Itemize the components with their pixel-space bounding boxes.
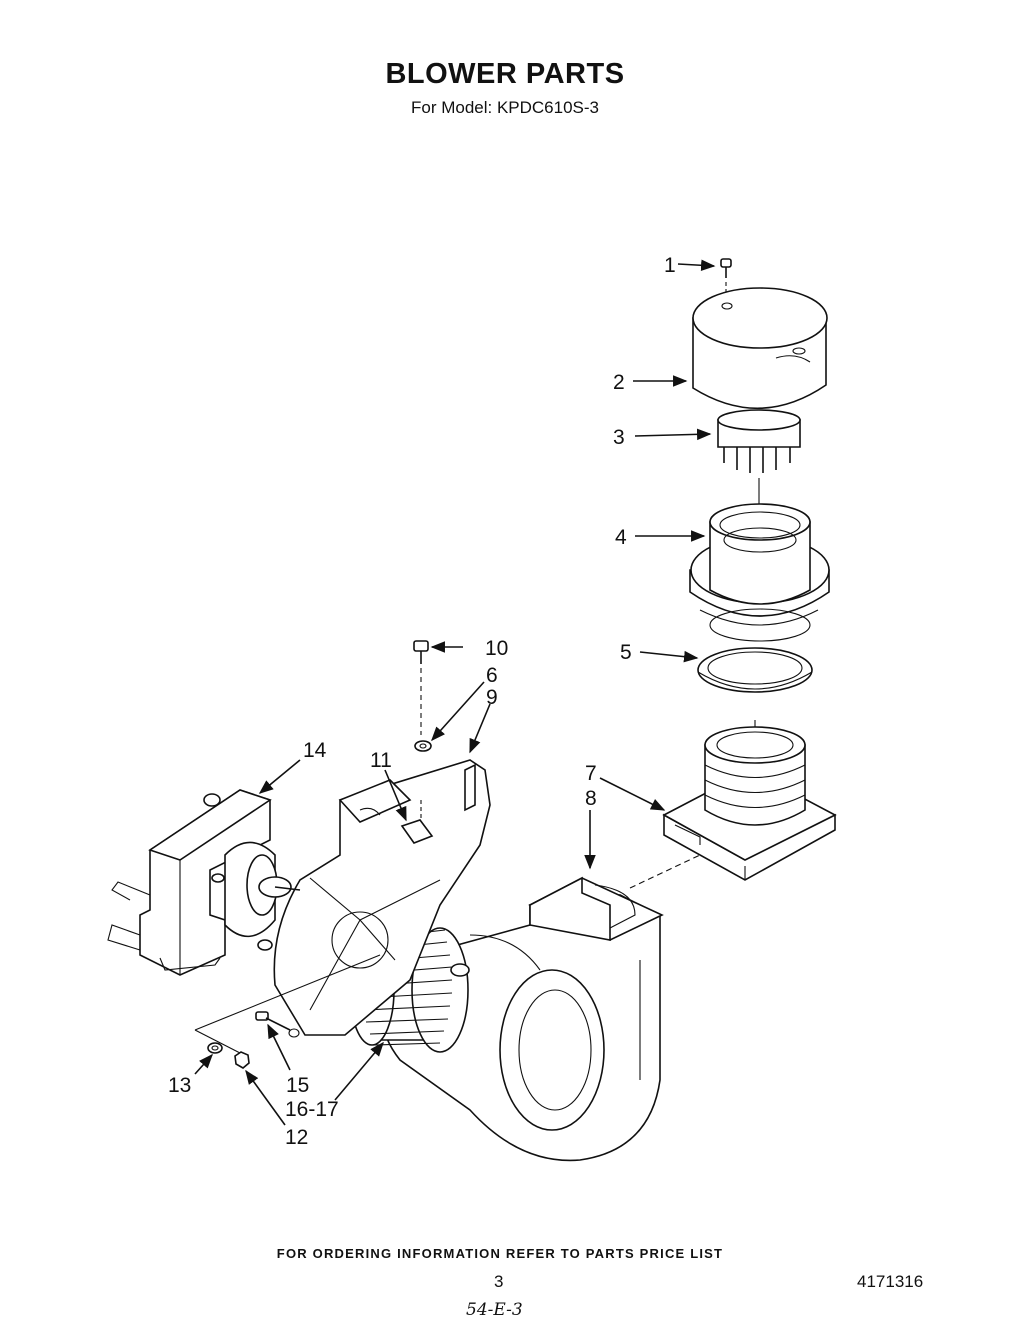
part-7-8-mount-block [662, 726, 837, 881]
document-number: 4171316 [857, 1272, 924, 1291]
callout-14: 14 [303, 739, 327, 762]
part-5-gasket-ring [697, 647, 813, 693]
part-15-screw [255, 1011, 300, 1038]
callout-12: 12 [285, 1126, 308, 1149]
part-3-coupling [717, 409, 801, 473]
page-number: 3 [494, 1272, 504, 1291]
part-6-washer [414, 740, 432, 752]
callout-leaders [194, 259, 716, 1126]
callout-4: 4 [615, 526, 627, 549]
part-13-washer [207, 1042, 223, 1054]
callout-13: 13 [168, 1074, 191, 1097]
callout-9: 9 [486, 686, 498, 709]
callout-10: 10 [485, 637, 508, 660]
callout-15: 15 [286, 1074, 309, 1097]
part-10-screw [413, 640, 429, 735]
page-title: BLOWER PARTS [385, 58, 625, 90]
callout-7: 7 [585, 762, 597, 785]
model-subtitle: For Model: KPDC610S-3 [410, 98, 600, 117]
callout-16-17: 16-17 [285, 1098, 339, 1121]
callout-5: 5 [620, 641, 632, 664]
callout-1: 1 [664, 254, 676, 277]
callout-2: 2 [613, 371, 625, 394]
handwritten-note: 54-E-3 [466, 1300, 523, 1320]
callout-8: 8 [585, 787, 597, 810]
ordering-note: FOR ORDERING INFORMATION REFER TO PARTS … [276, 1246, 724, 1261]
part-12-nut [234, 1051, 250, 1069]
callout-11: 11 [370, 749, 392, 772]
callout-3: 3 [613, 426, 625, 449]
callout-6: 6 [486, 664, 498, 687]
part-14-motor [107, 789, 301, 976]
part-2-motor-cover [692, 287, 828, 410]
part-4-flange-collar [689, 503, 830, 642]
